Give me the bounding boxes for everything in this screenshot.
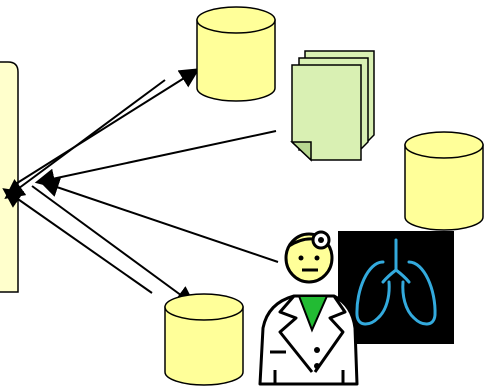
arrow-to-db-top [13, 68, 200, 186]
arrow-from-db-bottom [2, 188, 153, 294]
connectors [2, 68, 279, 306]
arrow-from-db-top [4, 79, 166, 199]
database-top [196, 6, 276, 102]
lung-xray-image [338, 231, 454, 344]
central-panel [0, 61, 19, 293]
arrow-to-db-bottom [31, 185, 196, 306]
documents-stack [290, 50, 375, 162]
database-right [404, 131, 484, 231]
arrow-from-doctor [38, 177, 279, 263]
database-bottom [164, 293, 244, 386]
doctor-figure [258, 230, 359, 386]
arrow-from-documents [34, 130, 277, 189]
